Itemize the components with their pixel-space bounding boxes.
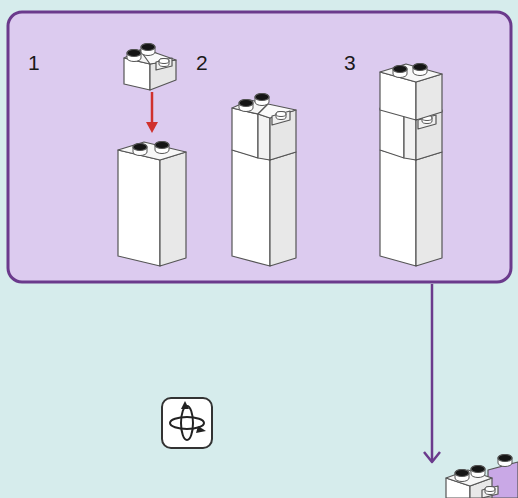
callout-number: 2 — [196, 52, 208, 73]
top-brick — [380, 64, 442, 121]
tall-brick — [380, 150, 442, 266]
tall-brick — [232, 150, 296, 266]
step-panel — [8, 12, 511, 282]
slope-brick — [124, 44, 176, 91]
placement-arrow — [146, 92, 158, 133]
model-preview — [446, 455, 518, 498]
rotate-icon — [162, 398, 212, 448]
slope-brick — [232, 94, 296, 161]
callout-number: 1 — [28, 52, 40, 73]
step-arrow — [424, 284, 440, 462]
callout-number: 3 — [344, 52, 356, 73]
tall-brick — [118, 142, 186, 267]
